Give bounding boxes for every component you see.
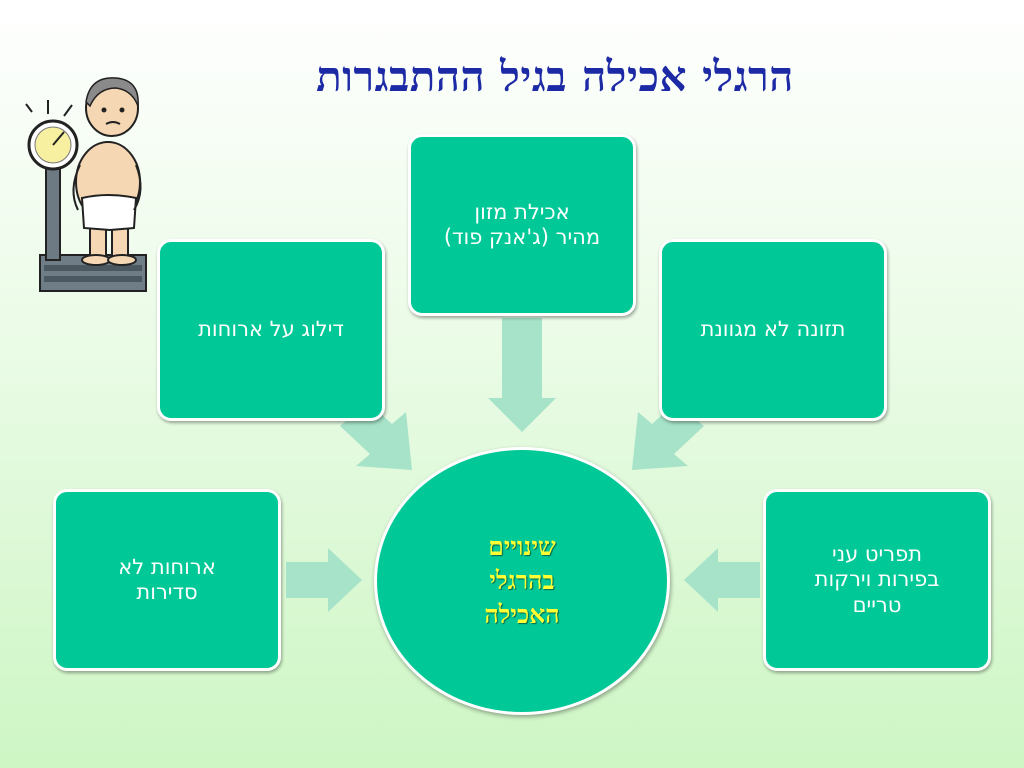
- box-poor-menu-line2: בפירות וירקות: [814, 567, 940, 592]
- box-irregular-meals-line1: ארוחות לא: [118, 554, 216, 579]
- box-junk-food: אכילת מזון מהיר (ג'אנק פוד): [408, 134, 636, 316]
- box-unvaried-diet: תזונה לא מגוונת: [659, 239, 887, 421]
- box-poor-menu-line1: תפריט עני: [832, 542, 923, 567]
- box-poor-menu-line3: טריים: [852, 592, 902, 617]
- box-skip-meals: דילוג על ארוחות: [157, 239, 385, 421]
- box-junk-food-line2: מהיר (ג'אנק פוד): [443, 225, 601, 249]
- box-poor-menu: תפריט עני בפירות וירקות טריים: [763, 489, 991, 671]
- box-skip-meals-line1: דילוג על ארוחות: [198, 317, 344, 342]
- page-title: הרגלי אכילה בגיל ההתבגרות: [316, 52, 794, 101]
- box-junk-food-line1: אכילת מזון: [474, 199, 570, 224]
- center-circle-text: שינויים בהרגלי האכילה: [484, 532, 560, 629]
- arrow-irregular-meals: [286, 548, 362, 612]
- box-irregular-meals: ארוחות לא סדירות: [53, 489, 281, 671]
- scale-boy-illustration: [25, 77, 147, 292]
- center-circle: שינויים בהרגלי האכילה: [374, 447, 670, 715]
- box-irregular-meals-line2: סדירות: [136, 580, 198, 604]
- box-unvaried-diet-line1: תזונה לא מגוונת: [700, 317, 846, 342]
- arrow-poor-menu: [684, 548, 760, 612]
- arrow-junk-food: [488, 318, 556, 432]
